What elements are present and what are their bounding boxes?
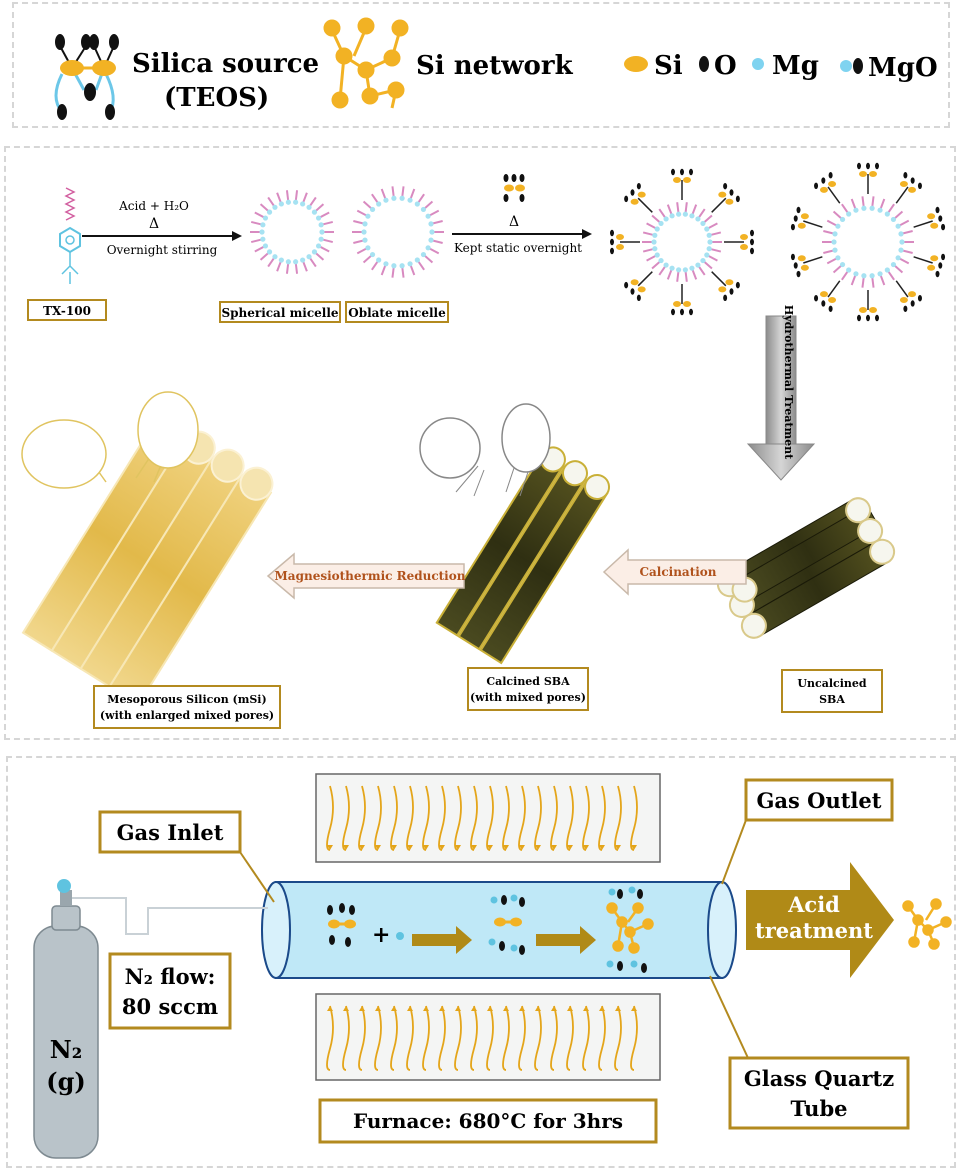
overnight-stirring-label: Overnight stirring — [107, 243, 218, 257]
glass-quartz-pointer — [709, 975, 749, 1059]
n2-flow-label-1: N₂ flow: — [125, 964, 216, 989]
hydrothermal-arrow — [746, 315, 816, 481]
oblate-micelle-label: Oblate micelle — [348, 306, 446, 320]
gas-outlet-label-box — [744, 778, 894, 822]
glass-quartz-label-1: Glass Quartz — [744, 1066, 894, 1091]
gas-line — [68, 897, 268, 935]
legend-mg: Mg — [772, 51, 819, 81]
n2-flow-label-box — [108, 952, 232, 1030]
tx100-molecule-icon — [59, 187, 81, 284]
legend-panel: Silica source (TEOS) Si network Si — [12, 2, 950, 128]
gas-outlet-label: Gas Outlet — [757, 788, 882, 813]
oblate-label-box — [345, 301, 449, 323]
furnace-svg: + Gas Inlet — [33, 773, 952, 1159]
reaction-arrow-2 — [536, 926, 596, 954]
acid-treatment-arrow — [746, 862, 894, 978]
upper-heater-coils — [326, 785, 638, 851]
spherical-micelle-label: Spherical micelle — [221, 306, 338, 320]
reactant-sio2-icon — [327, 903, 356, 947]
uncalcined-label-1: Uncalcined — [797, 677, 866, 690]
magnesiothermic-arrow — [266, 552, 465, 600]
mg-reactant-icon — [396, 932, 404, 940]
teos-small-icon — [503, 174, 525, 202]
msi-zoom-bubbles — [21, 391, 199, 489]
acid-label-2: treatment — [755, 918, 873, 943]
delta-1-label: Δ — [149, 216, 159, 232]
gas-inlet-label-box — [98, 810, 242, 854]
uncalcined-label-2: SBA — [819, 693, 845, 706]
hydrothermal-label: Hydrothermal Treatment — [782, 305, 795, 460]
plus-sign: + — [372, 922, 390, 948]
legend-silica-source: Silica source — [132, 49, 319, 79]
oblate-micelle — [352, 186, 444, 278]
msi-label-1: Mesoporous Silicon (mSi) — [107, 693, 266, 706]
msi-label-box — [93, 685, 281, 729]
arrow-stirring-head — [232, 231, 242, 241]
product-icon — [606, 886, 654, 973]
legend-svg: Silica source (TEOS) Si network Si — [54, 17, 938, 120]
teos-icon — [54, 34, 119, 120]
teos-decorated-micelle-1 — [610, 168, 754, 316]
arrow-static-head — [582, 229, 592, 239]
glass-quartz-label-2: Tube — [790, 1096, 847, 1121]
legend-si-network: Si network — [416, 51, 574, 81]
msi-label-2: (with enlarged mixed pores) — [100, 709, 274, 722]
si-network-icon — [323, 17, 409, 109]
legend-si: Si — [654, 51, 683, 81]
legend-mgo: MgO — [868, 53, 938, 83]
tx100-label: TX-100 — [43, 304, 91, 318]
spherical-label-box — [219, 301, 341, 323]
furnace-label-box — [318, 1098, 658, 1144]
synthesis-svg: TX-100 Acid + H₂O Δ Overnight stirring S… — [21, 162, 946, 729]
reaction-arrow-1 — [412, 926, 472, 954]
kept-static-label: Kept static overnight — [454, 241, 582, 255]
gas-inlet-pointer — [239, 851, 275, 903]
furnace-label: Furnace: 680°C for 3hrs — [353, 1109, 623, 1133]
quartz-tube — [261, 881, 737, 979]
acid-label-1: Acid — [787, 892, 840, 917]
glass-quartz-label-box — [728, 1056, 910, 1130]
mg-atom-icon — [752, 58, 764, 70]
n2-cylinder-label-1: N₂ — [50, 1035, 82, 1064]
legend-teos: (TEOS) — [164, 83, 269, 113]
uncalcined-sba-bundle — [716, 497, 896, 639]
calcination-label: Calcination — [639, 565, 716, 579]
spherical-micelle — [250, 190, 334, 274]
gas-outlet-pointer — [721, 819, 747, 885]
calcined-label-box — [467, 667, 589, 711]
gas-inlet-label: Gas Inlet — [117, 820, 224, 845]
final-si-network-icon — [902, 898, 952, 950]
uncalcined-label-box — [781, 669, 883, 713]
si-atom-icon — [624, 56, 648, 72]
magnesiothermic-label: Magnesiothermic Reduction — [275, 569, 466, 583]
acid-water-label: Acid + H₂O — [118, 199, 189, 213]
intermediate-icon — [488, 894, 525, 955]
calcined-sba-bundle — [435, 446, 611, 665]
delta-2-label: Δ — [509, 214, 519, 230]
n2-cylinder-label-2: (g) — [46, 1067, 86, 1096]
n2-cylinder — [33, 879, 99, 1159]
synthesis-panel: TX-100 Acid + H₂O Δ Overnight stirring S… — [4, 146, 956, 740]
calcined-label-2: (with mixed pores) — [470, 691, 586, 704]
lower-heater-coils — [326, 1005, 638, 1071]
tx100-label-box — [27, 299, 107, 321]
furnace-panel: + Gas Inlet — [6, 756, 956, 1168]
teos-decorated-micelle-2 — [790, 162, 946, 322]
calcination-arrow — [602, 548, 747, 596]
calcined-label-1: Calcined SBA — [486, 675, 570, 688]
calcined-zoom-bubbles — [419, 403, 551, 497]
mgo-icon — [840, 58, 863, 74]
n2-flow-label-2: 80 sccm — [122, 994, 218, 1019]
o-atom-icon — [699, 56, 709, 72]
legend-o: O — [714, 51, 737, 81]
